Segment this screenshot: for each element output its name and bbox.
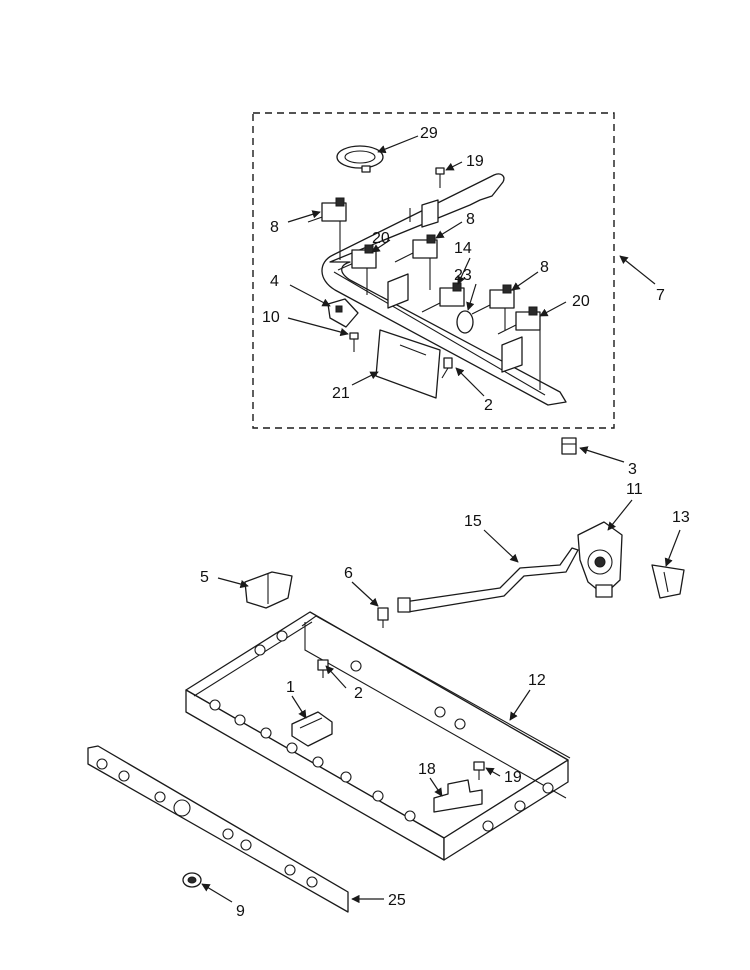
callout-10: 10: [262, 309, 280, 326]
callout-8-mid: 8: [466, 211, 475, 228]
callout-20-right: 20: [572, 293, 590, 310]
callout-12: 12: [528, 672, 546, 689]
bracket-right: [501, 336, 523, 373]
callout-7: 7: [656, 287, 665, 304]
callout-29: 29: [420, 125, 438, 142]
front-panel-25: [87, 745, 349, 913]
bracket-18: [433, 779, 483, 813]
bracket-5: [244, 571, 293, 609]
regulator-11: [577, 521, 623, 598]
bracket-center: [387, 273, 409, 309]
screw-10: [349, 332, 359, 352]
callout-1: 1: [286, 679, 295, 696]
base-pan-12: [185, 611, 571, 861]
screw-2-top: [441, 357, 453, 379]
manifold-pipe: [321, 173, 567, 406]
callout-25: 25: [388, 892, 406, 909]
callout-2-top: 2: [484, 397, 493, 414]
control-module-1: [291, 711, 333, 747]
callout-4: 4: [270, 273, 279, 290]
callout-13: 13: [672, 509, 690, 526]
callout-21: 21: [332, 385, 350, 402]
callout-6: 6: [344, 565, 353, 582]
callout-19-top: 19: [466, 153, 484, 170]
screw-19-top: [435, 167, 445, 188]
valve-8-mid: [394, 234, 438, 290]
burner-ring-29: [336, 145, 384, 173]
screw-2-lower: [317, 659, 329, 678]
bracket-4: [327, 298, 359, 328]
valve-20-right: [497, 306, 541, 390]
screw-19-lower: [473, 761, 485, 780]
manifold-bracket-top: [421, 199, 439, 228]
callout-8-left: 8: [270, 219, 279, 236]
callout-3: 3: [628, 461, 637, 478]
callout-5: 5: [200, 569, 209, 586]
fitting-6: [377, 607, 389, 628]
callout-2-lower: 2: [354, 685, 363, 702]
knob-9: [182, 872, 202, 888]
valve-14: [421, 282, 465, 313]
gas-tube-15: [397, 547, 579, 613]
callout-9: 9: [236, 903, 245, 920]
callout-14: 14: [454, 240, 472, 257]
valve-20-left: [337, 244, 377, 295]
manifold-assembly-box: [252, 112, 615, 429]
callout-11: 11: [626, 481, 643, 498]
valve-8-right: [471, 284, 515, 330]
callout-23: 23: [454, 267, 472, 284]
leader-lines: [201, 135, 681, 904]
callout-18: 18: [418, 761, 436, 778]
valve-8-left: [307, 197, 347, 260]
callout-20-left: 20: [372, 230, 390, 247]
bracket-13: [651, 564, 685, 599]
cover-plate-21: [375, 329, 441, 399]
fitting-3: [561, 437, 577, 455]
callout-19-lower: 19: [504, 769, 522, 786]
callout-15: 15: [464, 513, 482, 530]
callout-8-right: 8: [540, 259, 549, 276]
orifice-disc-23: [456, 310, 474, 334]
